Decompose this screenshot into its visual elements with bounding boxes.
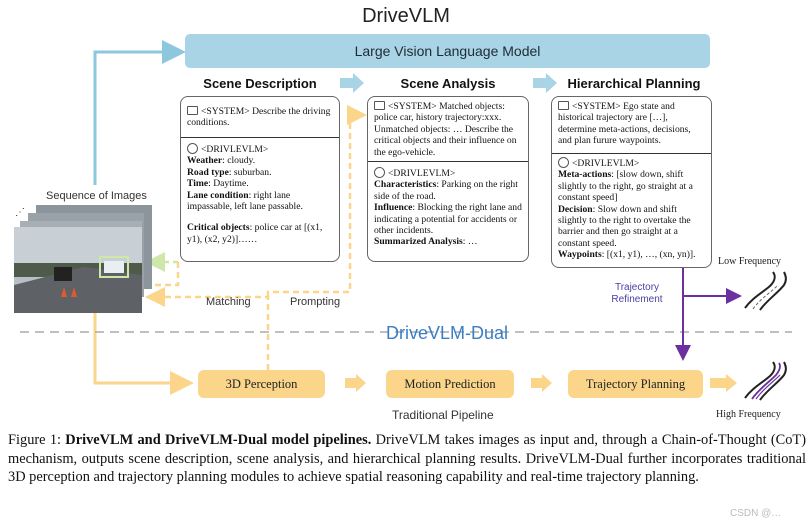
system-text: <SYSTEM> Matched objects: police car, hi… [374, 101, 517, 158]
divider [181, 137, 339, 138]
system-text: <SYSTEM> Ego state and historical trajec… [558, 101, 691, 147]
system-prompt: <SYSTEM> Describe the driving conditions… [187, 106, 334, 129]
header-hierarchical-planning: Hierarchical Planning [567, 76, 701, 91]
robot-icon [187, 143, 198, 154]
images-to-perception-arrow [93, 312, 194, 395]
arrow-perception-to-motion [345, 374, 366, 392]
model-response: <DRIVLEVLM> Meta-actions: [slow down, sh… [558, 157, 696, 261]
trajectory-refinement-label: Trajectory Refinement [611, 282, 663, 305]
input-to-lvlm-arrow [93, 40, 186, 185]
road-image-stack [14, 205, 152, 313]
caption-bold: DriveVLM and DriveVLM-Dual model pipelin… [65, 432, 372, 448]
perception-box: 3D Perception [198, 370, 325, 398]
chat-icon [374, 101, 385, 110]
header-scene-description: Scene Description [203, 76, 317, 91]
motion-prediction-box: Motion Prediction [386, 370, 514, 398]
hierarchical-planning-panel: <SYSTEM> Ego state and historical trajec… [551, 96, 712, 268]
matching-label: Matching [206, 296, 251, 308]
model-label: <DRIVLEVLM> [572, 158, 640, 169]
chat-icon [187, 106, 198, 115]
model-label: <DRIVLEVLM> [388, 168, 456, 179]
low-frequency-road-icon [744, 271, 787, 311]
sequence-label: Sequence of Images [46, 190, 147, 202]
trajectory-planning-box: Trajectory Planning [568, 370, 703, 398]
system-prompt: <SYSTEM> Ego state and historical trajec… [558, 101, 706, 147]
dual-title: DriveVLM-Dual [386, 323, 509, 343]
chat-icon [558, 101, 569, 110]
figure-caption: Figure 1: DriveVLM and DriveVLM-Dual mod… [8, 431, 806, 487]
header-scene-analysis: Scene Analysis [400, 76, 496, 91]
arrow-desc-to-analysis [340, 73, 364, 93]
prompting-label: Prompting [290, 296, 341, 308]
robot-icon [374, 167, 385, 178]
divider [552, 153, 711, 154]
system-prompt: <SYSTEM> Matched objects: police car, hi… [374, 101, 523, 158]
arrow-motion-to-planning [531, 374, 552, 392]
high-frequency-road-icon [744, 361, 787, 401]
lvlm-box: Large Vision Language Model [185, 34, 710, 68]
stack-dots: ⋰ [15, 207, 25, 218]
image-sequence [14, 205, 154, 315]
perception-to-analysis-dashed [266, 105, 367, 297]
system-text: <SYSTEM> Describe the driving conditions… [187, 106, 331, 129]
robot-icon [558, 157, 569, 168]
high-frequency-label: High Frequency [716, 409, 781, 420]
divider [368, 161, 528, 162]
arrow-planning-to-output [710, 374, 737, 392]
caption-text: DriveVLM takes images as input and, thro… [8, 432, 806, 485]
diagram-title: DriveVLM [362, 5, 450, 27]
model-response: <DRIVLEVLM> Characteristics: Parking on … [374, 167, 522, 248]
scene-description-panel: <SYSTEM> Describe the driving conditions… [180, 96, 340, 262]
model-label: <DRIVLEVLM> [201, 144, 269, 155]
watermark: CSDN @… [730, 508, 782, 519]
caption-prefix: Figure 1: [8, 432, 66, 448]
arrow-analysis-to-planning [533, 73, 557, 93]
scene-analysis-panel: <SYSTEM> Matched objects: police car, hi… [367, 96, 529, 262]
traditional-pipeline-label: Traditional Pipeline [392, 408, 494, 422]
low-frequency-label: Low Frequency [718, 256, 782, 267]
model-response: <DRIVLEVLM> Weather: cloudy. Road type: … [187, 143, 323, 245]
